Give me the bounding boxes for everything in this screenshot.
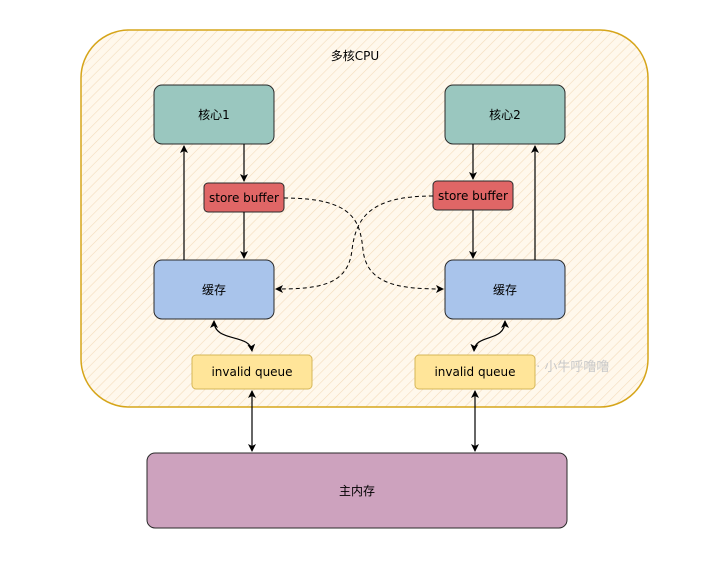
cache-1-box: 缓存 (153, 259, 275, 320)
core-1-arrows (180, 144, 248, 260)
cache-queue-arrows (210, 320, 509, 352)
cache-1-label: 缓存 (202, 283, 226, 297)
store-buffer-1-box: store buffer (203, 182, 285, 213)
invalid-queue-1-box: invalid queue (191, 354, 313, 390)
storebuffer1-to-cache2-arrow (283, 197, 444, 293)
invalid-queue-1-label: invalid queue (211, 365, 292, 379)
core-1-box: 核心1 (153, 84, 275, 145)
core-1-label: 核心1 (198, 108, 230, 122)
storebuffer2-to-cache1-arrow (275, 195, 434, 293)
cache1-queue1-arrow (210, 320, 256, 352)
store-buffer-1-label: store buffer (209, 191, 279, 205)
core-2-label: 核心2 (489, 108, 521, 122)
invalid-queue-2-box: invalid queue (414, 354, 536, 390)
core-2-arrows (469, 144, 539, 260)
cache-2-label: 缓存 (493, 283, 517, 297)
cross-core-dashed-arrows (275, 195, 444, 293)
store-buffer-2-label: store buffer (438, 189, 508, 203)
cache2-queue2-arrow (470, 320, 509, 352)
container-title: 多核CPU (331, 49, 379, 63)
cache-2-box: 缓存 (444, 259, 566, 320)
queue-memory-arrows (248, 390, 479, 452)
invalid-queue-2-label: invalid queue (434, 365, 515, 379)
main-memory-label: 主内存 (339, 484, 375, 498)
core-2-box: 核心2 (444, 84, 566, 145)
store-buffer-2-box: store buffer (432, 180, 514, 211)
main-memory-box: 主内存 (146, 452, 568, 529)
